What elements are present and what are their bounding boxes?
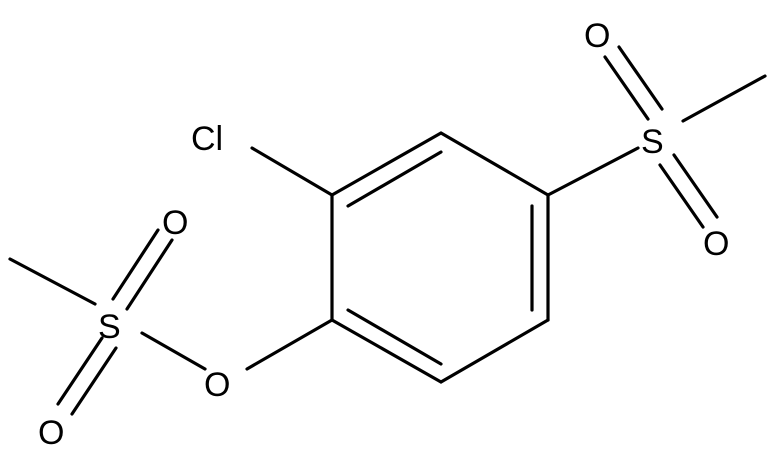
atom-o-mesyl-top: O bbox=[162, 204, 188, 242]
bond-c1-o-ester bbox=[245, 318, 334, 371]
bond-s-mesyl-methyl bbox=[8, 257, 97, 306]
bond-o-ester-s-mesyl bbox=[140, 331, 207, 371]
bond-s-mesyl-o-bottom-b bbox=[70, 346, 118, 416]
atom-cl: Cl bbox=[191, 120, 223, 158]
bond-s-sulfonyl-o-bottom-a bbox=[658, 163, 705, 229]
atom-o-ester: O bbox=[204, 366, 230, 404]
atom-s-sulfonyl: S bbox=[641, 123, 664, 161]
bond-ring-c6-c1 bbox=[330, 318, 443, 384]
bond-s-mesyl-o-top-b bbox=[125, 238, 174, 311]
bond-ring-c5-c6 bbox=[439, 318, 550, 384]
bond-ring-c2-c3-inner bbox=[346, 150, 443, 208]
bond-ring-c6-c1-inner bbox=[346, 308, 443, 366]
bond-s-sulfonyl-o-top-a bbox=[603, 55, 650, 121]
bond-ring-c3-c4 bbox=[439, 131, 550, 197]
atom-s-mesyl: S bbox=[98, 308, 121, 346]
bond-s-sulfonyl-o-bottom-b bbox=[672, 153, 719, 219]
bond-c4-s-sulfonyl bbox=[546, 146, 640, 197]
bond-s-mesyl-o-top-a bbox=[111, 228, 160, 301]
atom-o-mesyl-bottom: O bbox=[38, 414, 64, 452]
bond-s-sulfonyl-o-top-b bbox=[617, 45, 664, 111]
bond-s-sulfonyl-methyl bbox=[681, 74, 767, 123]
atom-o-sulfonyl-top: O bbox=[584, 17, 610, 55]
bond-ring-c2-c3 bbox=[330, 131, 443, 197]
atom-o-sulfonyl-bottom: O bbox=[703, 225, 729, 263]
bond-s-mesyl-o-bottom-a bbox=[56, 336, 104, 406]
bond-c2-cl bbox=[250, 146, 334, 197]
